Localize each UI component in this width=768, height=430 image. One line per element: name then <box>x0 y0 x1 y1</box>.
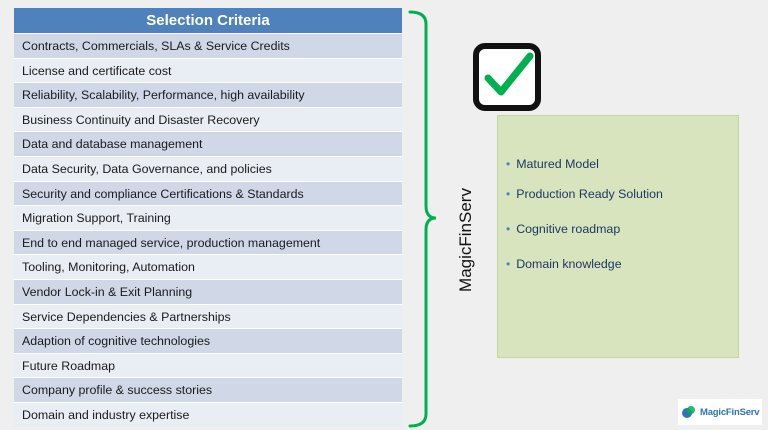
highlight-item: Matured Model <box>506 157 599 171</box>
criteria-item: Vendor Lock-in & Exit Planning <box>14 278 402 304</box>
criteria-item: Business Continuity and Disaster Recover… <box>14 106 402 132</box>
selection-criteria-table: Selection Criteria Contracts, Commercial… <box>14 8 402 427</box>
logo-text: MagicFinServ <box>700 406 760 418</box>
criteria-item: Tooling, Monitoring, Automation <box>14 254 402 279</box>
highlight-item: Production Ready Solution <box>506 187 663 201</box>
brace-label: MagicFinServ <box>456 188 475 292</box>
highlight-item: Cognitive roadmap <box>506 222 620 236</box>
criteria-item: Contracts, Commercials, SLAs & Service C… <box>14 33 402 58</box>
criteria-item: License and certificate cost <box>14 57 402 83</box>
magicfinserv-logo-icon <box>682 406 695 418</box>
magicfinserv-logo: MagicFinServ <box>678 399 762 425</box>
magicfinserv-highlights-box: Matured Model Production Ready Solution … <box>497 115 739 358</box>
criteria-list: Contracts, Commercials, SLAs & Service C… <box>14 33 402 427</box>
criteria-item: Migration Support, Training <box>14 205 402 230</box>
selection-criteria-header: Selection Criteria <box>14 8 402 33</box>
criteria-item: Data Security, Data Governance, and poli… <box>14 155 402 181</box>
criteria-item: Reliability, Scalability, Performance, h… <box>14 82 402 107</box>
criteria-item: Service Dependencies & Partnerships <box>14 303 402 329</box>
criteria-item: Adaption of cognitive technologies <box>14 328 402 353</box>
highlight-item: Domain knowledge <box>506 257 621 271</box>
checkmark-icon <box>473 43 541 111</box>
criteria-item: End to end managed service, production m… <box>14 229 402 255</box>
criteria-item: Security and compliance Certifications &… <box>14 180 402 206</box>
criteria-item: Company profile & success stories <box>14 377 402 402</box>
criteria-item: Future Roadmap <box>14 352 402 378</box>
curly-brace-icon <box>408 10 437 428</box>
criteria-item: Domain and industry expertise <box>14 401 402 427</box>
criteria-item: Data and database management <box>14 131 402 156</box>
